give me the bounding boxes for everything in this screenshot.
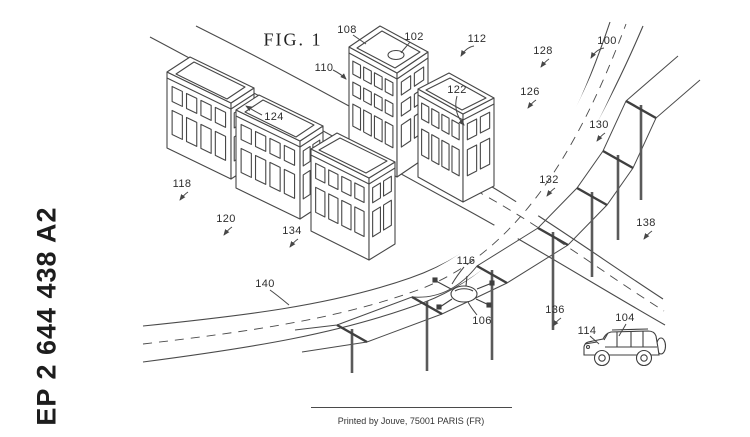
road-cross-centerline [142, 23, 627, 345]
label-arrows [179, 45, 653, 327]
leader-116 [451, 266, 465, 285]
building-2-windows-left [241, 124, 294, 198]
figure-title: FIG. 1 [263, 29, 323, 50]
vehicle-wheel-front-hub [598, 354, 606, 362]
crossarm [576, 186, 608, 207]
vehicle-headlight [585, 344, 591, 350]
building-5-roof-inset [425, 77, 487, 111]
vehicle-grille [584, 341, 598, 345]
crossarm [411, 295, 443, 316]
building-4-parapet [348, 52, 429, 80]
footer-rule [311, 407, 512, 408]
leader-110 [332, 69, 347, 80]
label-arrow-118 [179, 191, 189, 201]
vehicle-wheel-front [593, 349, 611, 367]
drone-rotor [432, 277, 438, 283]
building-3-windows-left [316, 163, 364, 236]
crossarm [625, 99, 657, 120]
building-3-roof [310, 132, 396, 179]
building-1-parapet [166, 77, 255, 110]
building-5 [418, 72, 494, 203]
building-1-roof-inset [175, 61, 246, 100]
leader-122 [455, 95, 465, 126]
label-arrow-136 [552, 317, 562, 327]
leader-140 [269, 289, 290, 306]
building-4-windows-left [353, 61, 393, 148]
label-arrow-132 [546, 187, 556, 197]
rooftop-pad [387, 49, 405, 61]
road-centerlines [142, 23, 665, 345]
crossarm [476, 264, 508, 285]
vehicle-roof-rack [611, 328, 649, 331]
building-3-parapet [310, 154, 396, 185]
leader-106 [467, 301, 478, 316]
road-main-centerline [474, 189, 665, 312]
vehicle-wheel-rear-hub [640, 354, 648, 362]
building-2 [235, 94, 324, 220]
crossarm [537, 226, 569, 247]
leader-108 [352, 34, 367, 45]
label-arrow-126 [527, 99, 537, 109]
label-arrow-120 [223, 226, 233, 236]
building-2-roof [235, 94, 324, 142]
label-arrow-138 [643, 230, 653, 240]
crossarm [336, 323, 368, 344]
vehicle-wheel-rear [635, 349, 653, 367]
vehicle-windshield [603, 332, 609, 341]
building-3-windows-right [373, 176, 392, 237]
pole-crossarms [336, 99, 657, 344]
label-arrow-130 [596, 132, 606, 142]
building-5-windows-left [422, 103, 460, 176]
drone-rotor [436, 304, 442, 310]
drone [432, 275, 495, 310]
leader-114 [589, 335, 600, 345]
building-3 [310, 132, 396, 261]
drone-rotor [486, 302, 492, 308]
crossarm [602, 149, 634, 170]
label-arrow-100 [590, 47, 605, 59]
leader-124 [245, 105, 263, 116]
drone-arm [435, 280, 452, 290]
building-3-roof-inset [318, 137, 388, 174]
leader-lines [245, 34, 627, 345]
label-arrow-112 [460, 45, 475, 57]
drone-antenna [465, 275, 468, 287]
label-arrow-134 [289, 238, 299, 248]
building-1-roof [166, 56, 255, 104]
building-1-windows-left [172, 86, 225, 160]
label-arrow-128 [540, 58, 550, 68]
printed-by-text: Printed by Jouve, 75001 PARIS (FR) [337, 416, 485, 426]
building-2-parapet [235, 115, 324, 148]
leader-104 [618, 323, 627, 337]
drone-rotor [489, 280, 495, 286]
leader-102 [400, 41, 411, 54]
building-4-roof [348, 25, 429, 74]
drone-arm [439, 298, 453, 308]
building-5-windows-right [467, 112, 489, 176]
vehicle [583, 328, 667, 367]
drone-body-detail [454, 288, 474, 292]
